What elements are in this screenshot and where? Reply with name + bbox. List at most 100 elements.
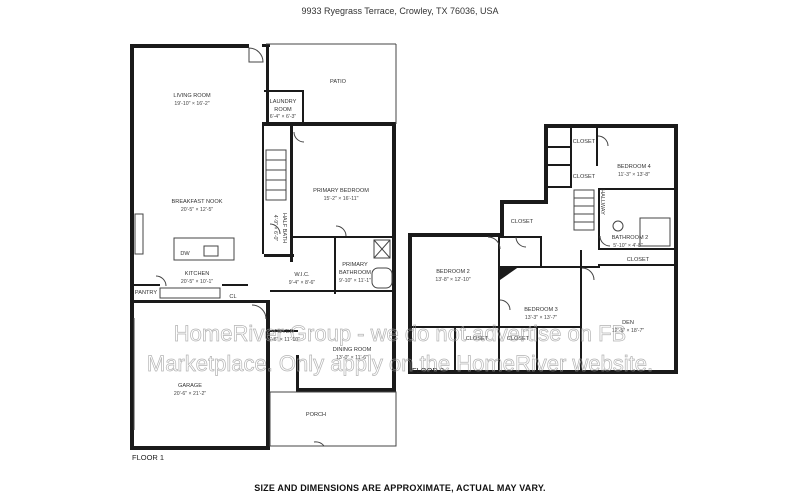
room-label-bathroom-2: BATHROOM 2: [612, 235, 649, 241]
wall: [500, 236, 540, 238]
counter: [134, 213, 144, 255]
wall: [130, 300, 270, 303]
room-label-half-bath: HALF BATH: [281, 213, 287, 243]
room-label-bedroom-2: BEDROOM 2: [436, 269, 470, 275]
wall: [500, 266, 520, 280]
wall: [498, 236, 500, 372]
wall: [296, 388, 396, 392]
wall: [130, 44, 134, 449]
wall: [290, 236, 394, 238]
wall: [580, 250, 582, 370]
floor-2-label: FLOOR 2: [412, 366, 444, 375]
bathtub: [639, 217, 671, 247]
kitchen-island: [173, 237, 235, 261]
door-swing: [269, 223, 281, 235]
room-label-laundry-room: ROOM: [274, 107, 292, 113]
room-label-closet-1: CLOSET: [573, 139, 596, 145]
wall: [264, 90, 304, 92]
door-swing: [293, 131, 305, 143]
room-label-kitchen: KITCHEN: [185, 271, 210, 277]
wall: [500, 200, 548, 204]
room-label-porch: PORCH: [306, 412, 326, 418]
room-dims-living-room: 19'-10" × 16'-2": [174, 101, 209, 107]
room-label-closet-3: CLOSET: [511, 219, 534, 225]
door-swing: [499, 299, 511, 311]
wall: [408, 370, 678, 374]
room-dims-primary-bathroom: 9'-10" × 11'-1": [339, 278, 371, 284]
wall: [296, 355, 299, 392]
room-label-living-room: LIVING ROOM: [173, 93, 211, 99]
stairs-floor-2: [573, 189, 595, 231]
wall: [548, 186, 572, 188]
property-address: 9933 Ryegrass Terrace, Crowley, TX 76036…: [301, 6, 499, 16]
wall: [598, 248, 676, 250]
floor-1-plan: LIVING ROOM 19'-10" × 16'-2" PATIO LAUND…: [130, 43, 397, 462]
room-dims-den: 12'-5" × 18'-7": [612, 328, 644, 334]
room-dims-half-bath: 4'-9" × 6'-0": [272, 215, 278, 242]
door-swing: [248, 47, 264, 63]
wall: [540, 236, 542, 266]
counter: [159, 287, 221, 299]
room-label-closet-2: CLOSET: [573, 174, 596, 180]
wall: [270, 290, 394, 292]
room-label-garage: GARAGE: [178, 383, 202, 389]
room-dims-wic: 9'-4" × 8'-6": [289, 280, 316, 286]
room-label-bathroom: BATHROOM: [339, 270, 371, 276]
room-label-hallway: HALLWAY: [599, 189, 605, 215]
room-label-laundry: LAUNDRY: [270, 99, 297, 105]
wall: [598, 264, 676, 266]
room-dims-kitchen: 20'-5" × 10'-1": [181, 279, 213, 285]
room-label-den: DEN: [622, 320, 634, 326]
wall: [500, 200, 504, 236]
room-label-closet-5: CLOSET: [466, 336, 489, 342]
room-dims-dining-room: 13'-0" × 11'-6": [336, 355, 368, 361]
room-label-bedroom-4: BEDROOM 4: [617, 164, 651, 170]
wall: [130, 446, 270, 450]
door-swing: [335, 225, 347, 237]
room-label-bedroom-3: BEDROOM 3: [524, 307, 558, 313]
room-label-closet-4: CLOSET: [627, 257, 650, 263]
door-swing: [155, 275, 167, 287]
door-swing: [313, 441, 325, 447]
sink: [612, 220, 624, 232]
wall: [290, 122, 293, 262]
door-swing: [581, 267, 595, 281]
dishwasher-label: DW: [180, 251, 190, 257]
shower: [373, 239, 391, 259]
wall: [500, 326, 580, 328]
wall: [570, 126, 572, 188]
door-swing: [599, 235, 611, 247]
room-label-pantry: PANTRY: [135, 290, 157, 296]
wall: [130, 44, 249, 48]
wall: [264, 254, 294, 257]
wall: [408, 233, 504, 237]
wall: [266, 300, 270, 450]
room-label-primary: PRIMARY: [342, 262, 368, 268]
wall: [130, 284, 160, 286]
wall: [302, 90, 304, 124]
room-label-dining-room: DINING ROOM: [333, 347, 372, 353]
wall: [392, 122, 396, 390]
room-dims-primary-bedroom: 15'-2" × 16'-11": [324, 196, 359, 202]
wall: [536, 326, 538, 370]
wall: [268, 330, 298, 332]
room-dims-garage: 20'-6" × 21'-2": [174, 391, 206, 397]
kitchen-sink: [203, 245, 219, 257]
room-dims-bathroom-2: 5'-10" × 4'-8": [613, 243, 643, 249]
door-swing: [515, 236, 527, 248]
wall: [454, 326, 456, 370]
floor-1-label: FLOOR 1: [132, 453, 164, 462]
wall: [334, 238, 336, 294]
room-label-cl: CL: [229, 294, 236, 300]
watermark-line-2: Marketplace. Only apply on the HomeRiver…: [147, 351, 653, 376]
door-swing: [487, 236, 501, 250]
wall: [598, 188, 600, 248]
wall: [500, 266, 600, 268]
wall: [408, 233, 412, 374]
wall: [262, 124, 264, 254]
wall: [598, 188, 676, 190]
room-dims-foyer: 6'-6" × 11'-10": [268, 337, 300, 343]
wall: [222, 284, 248, 286]
wall: [548, 164, 572, 166]
room-label-foyer: FOYER: [274, 329, 293, 335]
